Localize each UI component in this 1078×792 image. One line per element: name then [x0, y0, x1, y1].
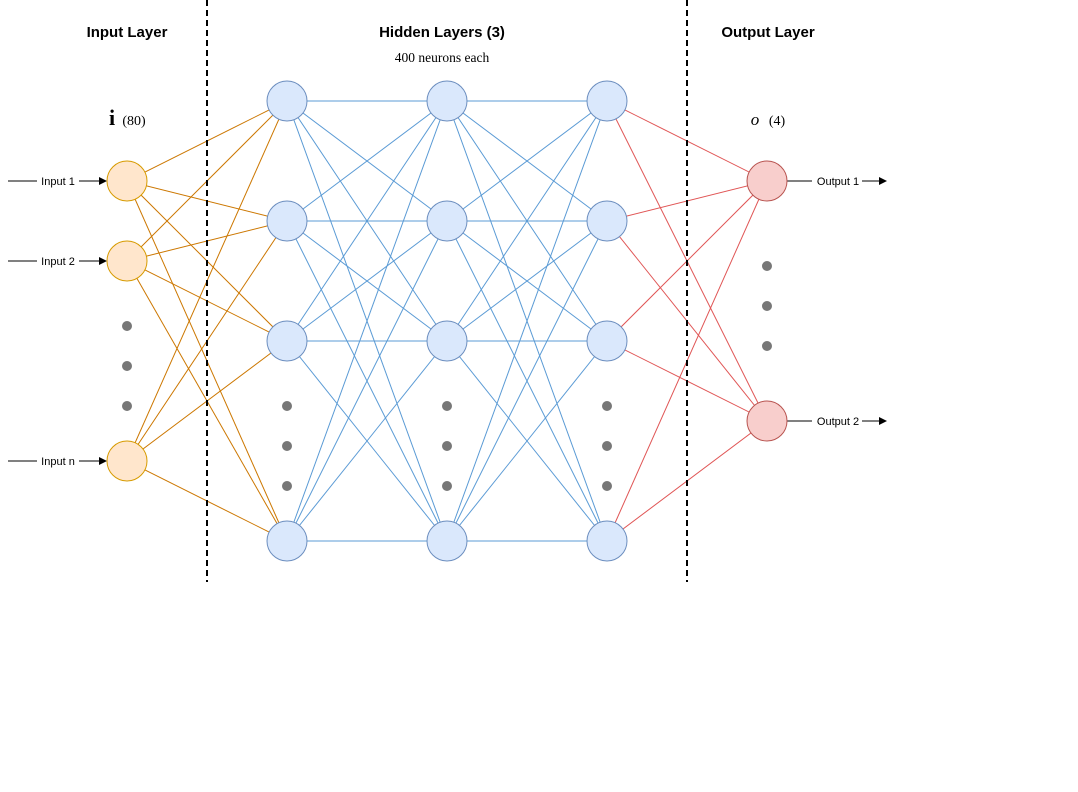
output-layer-title: Output Layer	[721, 24, 815, 41]
hidden2-neuron-1	[426, 80, 468, 122]
output-label-2: Output 2	[817, 416, 859, 428]
hidden1-neuron-1	[266, 80, 308, 122]
input-label-n: Input n	[41, 456, 75, 468]
connection-hidden1-3-hidden2-2	[286, 340, 448, 542]
connection-hidden2-3-hidden3-1	[446, 220, 608, 542]
connection-hidden2-1-hidden3-0	[446, 100, 608, 222]
hidden2-neuron-2	[426, 200, 468, 242]
output-ellipsis-dot-2	[762, 301, 772, 311]
input-label-bg-2	[37, 253, 79, 269]
hidden2-neuron-3	[426, 320, 468, 362]
hidden-layers-title: Hidden Layers (3)	[379, 24, 505, 41]
output-ellipsis-dot-1	[762, 261, 772, 271]
hidden-to-hidden-connections	[286, 100, 608, 542]
input-label-2: Input 2	[41, 256, 75, 268]
input-ellipsis-dot-3	[122, 401, 132, 411]
input-neuron-3	[106, 440, 148, 482]
connection-hidden2-2-hidden3-1	[446, 220, 608, 342]
connection-hidden1-3-hidden2-0	[286, 100, 448, 542]
connection-hidden1-2-hidden2-0	[286, 100, 448, 342]
connection-hidden1-3-hidden2-1	[286, 220, 448, 542]
connection-hidden2-2-hidden3-0	[446, 100, 608, 342]
hidden1-ellipsis-dot-2	[282, 441, 292, 451]
connection-hidden1-1-hidden2-0	[286, 100, 448, 222]
hidden1-neuron-4	[266, 520, 308, 562]
hidden2-ellipsis-dot-3	[442, 481, 452, 491]
hidden1-neuron-3	[266, 320, 308, 362]
hidden2-neuron-4	[426, 520, 468, 562]
input-symbol: i	[109, 105, 115, 130]
output-neuron-2	[746, 400, 788, 442]
output-symbol: o	[751, 110, 760, 129]
input-label-bg-1	[37, 173, 79, 189]
connection-hidden2-3-hidden3-2	[446, 340, 608, 542]
hidden3-neuron-4	[586, 520, 628, 562]
input-layer-title: Input Layer	[87, 24, 168, 41]
input-label-1: Input 1	[41, 176, 75, 188]
input-count: (80)	[122, 114, 146, 129]
hidden1-ellipsis-dot-3	[282, 481, 292, 491]
ellipsis-dots	[122, 261, 772, 491]
input-label-bg-n	[37, 453, 79, 469]
output-label-bg-1	[812, 173, 862, 189]
input-neuron-1	[106, 160, 148, 202]
hidden3-ellipsis-dot-1	[602, 401, 612, 411]
hidden3-ellipsis-dot-3	[602, 481, 612, 491]
input-ellipsis-dot-1	[122, 321, 132, 331]
neurons	[106, 80, 788, 562]
input-ellipsis-dot-2	[122, 361, 132, 371]
input-neuron-2	[106, 240, 148, 282]
hidden-layers-subtitle: 400 neurons each	[395, 50, 490, 65]
output-label-bg-2	[812, 413, 862, 429]
output-ellipsis-dot-3	[762, 341, 772, 351]
hidden1-ellipsis-dot-1	[282, 401, 292, 411]
hidden3-neuron-2	[586, 200, 628, 242]
connection-hidden2-3-hidden3-0	[446, 100, 608, 542]
hidden1-neuron-2	[266, 200, 308, 242]
hidden2-ellipsis-dot-2	[442, 441, 452, 451]
hidden3-neuron-3	[586, 320, 628, 362]
output-neuron-1	[746, 160, 788, 202]
hidden3-ellipsis-dot-2	[602, 441, 612, 451]
hidden3-neuron-1	[586, 80, 628, 122]
output-count: (4)	[769, 114, 786, 129]
connection-hidden1-2-hidden2-1	[286, 220, 448, 342]
hidden2-ellipsis-dot-1	[442, 401, 452, 411]
output-label-1: Output 1	[817, 176, 859, 188]
